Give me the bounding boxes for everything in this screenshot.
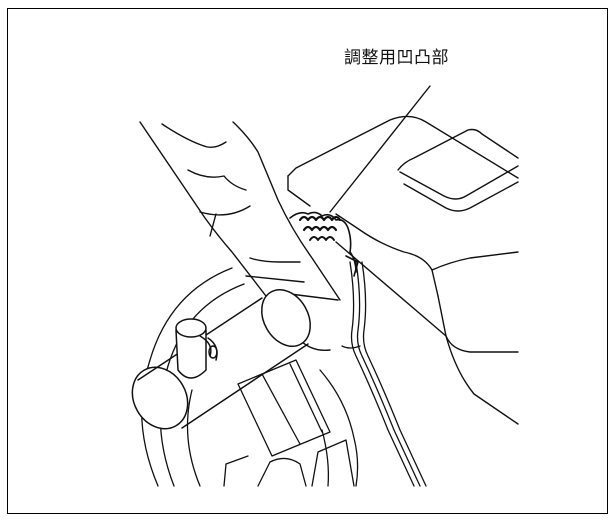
frame-block xyxy=(245,115,519,425)
handlebar-post xyxy=(139,121,341,351)
callout-label: 調整用凹凸部 xyxy=(344,48,449,68)
adjustment-knob xyxy=(131,289,311,430)
callout-leader-line xyxy=(329,85,431,213)
guide-rail xyxy=(341,261,427,487)
figure-frame xyxy=(7,8,608,514)
adjustment-teeth xyxy=(289,211,359,277)
hub-parts xyxy=(223,359,355,487)
